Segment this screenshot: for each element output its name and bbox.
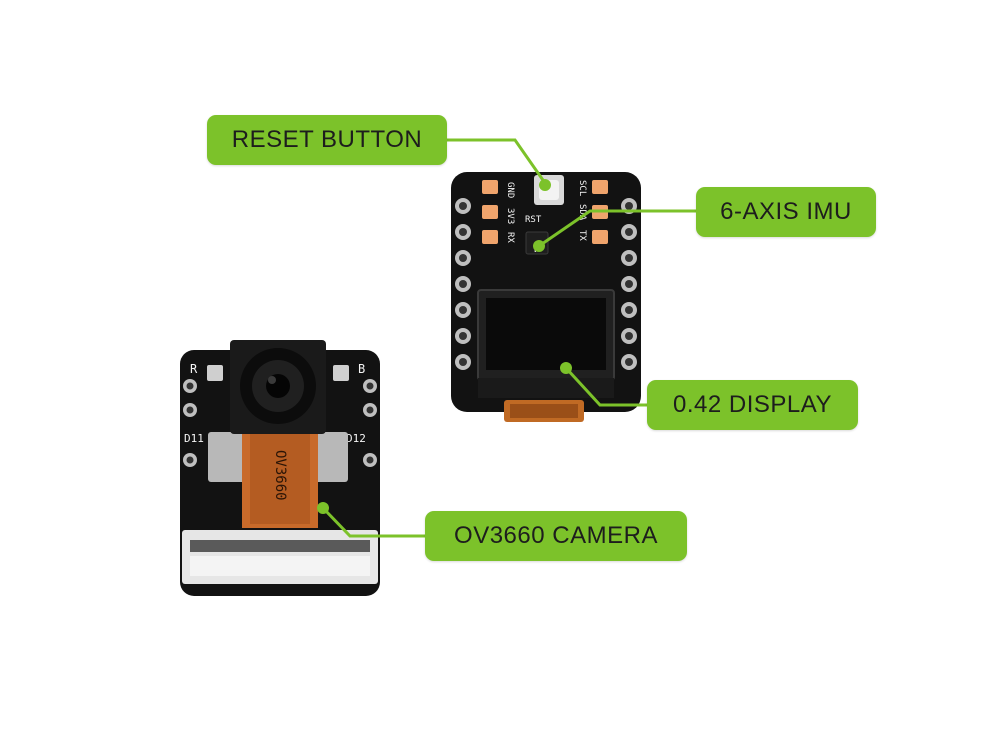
flex-label: OV3660 xyxy=(272,450,288,501)
silk-rx: RX xyxy=(505,232,515,243)
main-board-connector-inner xyxy=(510,404,578,418)
copper-pads xyxy=(482,180,608,244)
oled-display xyxy=(477,289,615,398)
left-pin-holes xyxy=(455,198,471,370)
camera-r-button xyxy=(207,365,223,381)
display-leader-dot xyxy=(560,362,572,374)
silk-3v3: 3V3 xyxy=(505,208,515,224)
reset-leader-dot xyxy=(539,179,551,191)
silk-tx: TX xyxy=(577,230,587,241)
camera-board-holes xyxy=(183,379,377,467)
camera-module xyxy=(230,340,326,434)
camera-flex-cable: OV3660 xyxy=(242,428,318,528)
fpc-connector xyxy=(182,530,378,584)
display-leader xyxy=(564,366,647,407)
silk-sda: SDA xyxy=(577,204,587,221)
right-pin-holes xyxy=(621,198,637,370)
silk-scl: SCL xyxy=(577,180,587,196)
reset-button xyxy=(534,175,564,205)
imu-leader-dot xyxy=(533,240,545,252)
silk-rst: RST xyxy=(525,215,542,225)
imu-leader xyxy=(538,209,696,248)
main-board: GND 3V3 RX RST SCL SDA TX ↕ xyxy=(451,172,641,422)
silk-b: B xyxy=(358,362,365,376)
silk-d12: D12 xyxy=(346,432,366,445)
camera-b-button xyxy=(333,365,349,381)
camera-callout: OV3660 CAMERA xyxy=(425,511,687,561)
silk-d11: D11 xyxy=(184,432,204,445)
reset-leader xyxy=(447,138,547,184)
camera-leader-dot xyxy=(317,502,329,514)
camera-leader xyxy=(321,506,425,538)
camera-board: R B D11 D12 OV3660 xyxy=(180,340,380,596)
silk-gnd: GND xyxy=(505,182,515,198)
leader-lines xyxy=(317,138,696,538)
silk-r: R xyxy=(190,362,198,376)
imu-callout: 6-AXIS IMU xyxy=(696,187,876,237)
reset-button-callout: RESET BUTTON xyxy=(207,115,447,165)
display-callout: 0.42 DISPLAY xyxy=(647,380,858,430)
